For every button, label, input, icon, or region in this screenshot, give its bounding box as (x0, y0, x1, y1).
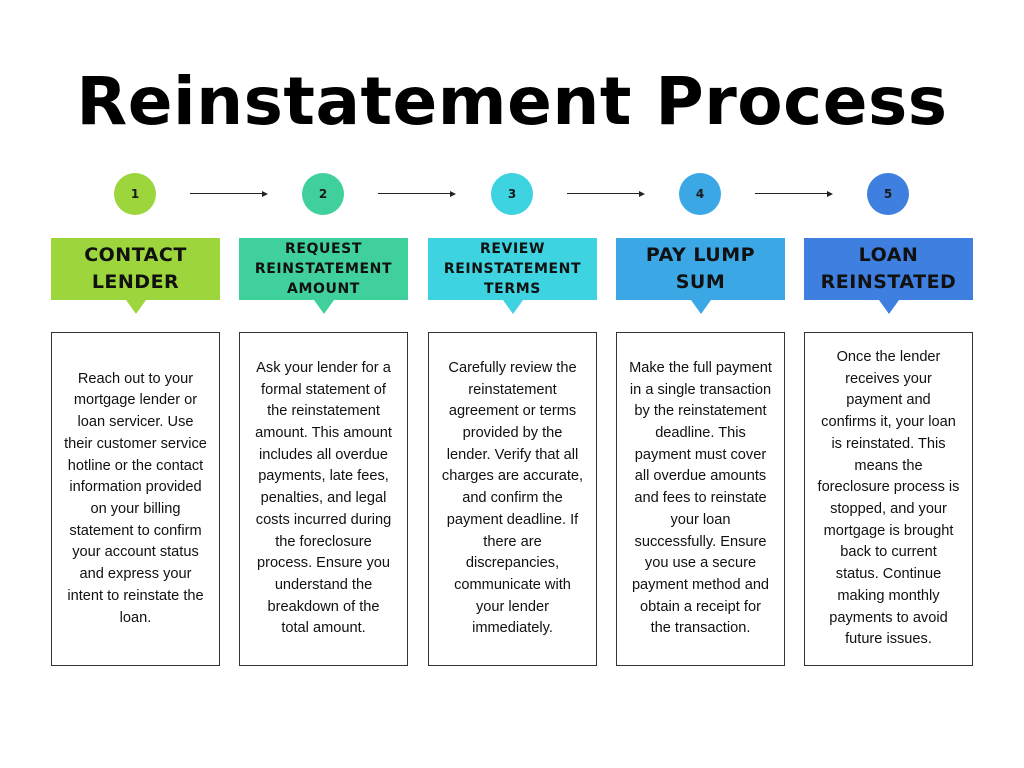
step-heading-2: REQUEST REINSTATEMENT AMOUNT (239, 238, 408, 314)
step-number-4: 4 (679, 173, 721, 215)
step-number-2: 2 (302, 173, 344, 215)
step-description-1: Reach out to your mortgage lender or loa… (51, 332, 220, 666)
step-description-4: Make the full payment in a single transa… (616, 332, 785, 666)
step-number-5: 5 (867, 173, 909, 215)
step-number-1: 1 (114, 173, 156, 215)
step-heading-4: PAY LUMP SUM (616, 238, 785, 314)
step-heading-1: CONTACT LENDER (51, 238, 220, 314)
step-number-3: 3 (491, 173, 533, 215)
step-description-5: Once the lender receives your payment an… (804, 332, 973, 666)
arrow-right-icon (378, 191, 456, 197)
arrow-right-icon (755, 191, 833, 197)
step-heading-3: REVIEW REINSTATEMENT TERMS (428, 238, 597, 314)
page-title: Reinstatement Process (76, 63, 948, 140)
step-description-3: Carefully review the reinstatement agree… (428, 332, 597, 666)
arrow-right-icon (567, 191, 645, 197)
step-heading-5: LOAN REINSTATED (804, 238, 973, 314)
arrow-right-icon (190, 191, 268, 197)
step-description-2: Ask your lender for a formal statement o… (239, 332, 408, 666)
